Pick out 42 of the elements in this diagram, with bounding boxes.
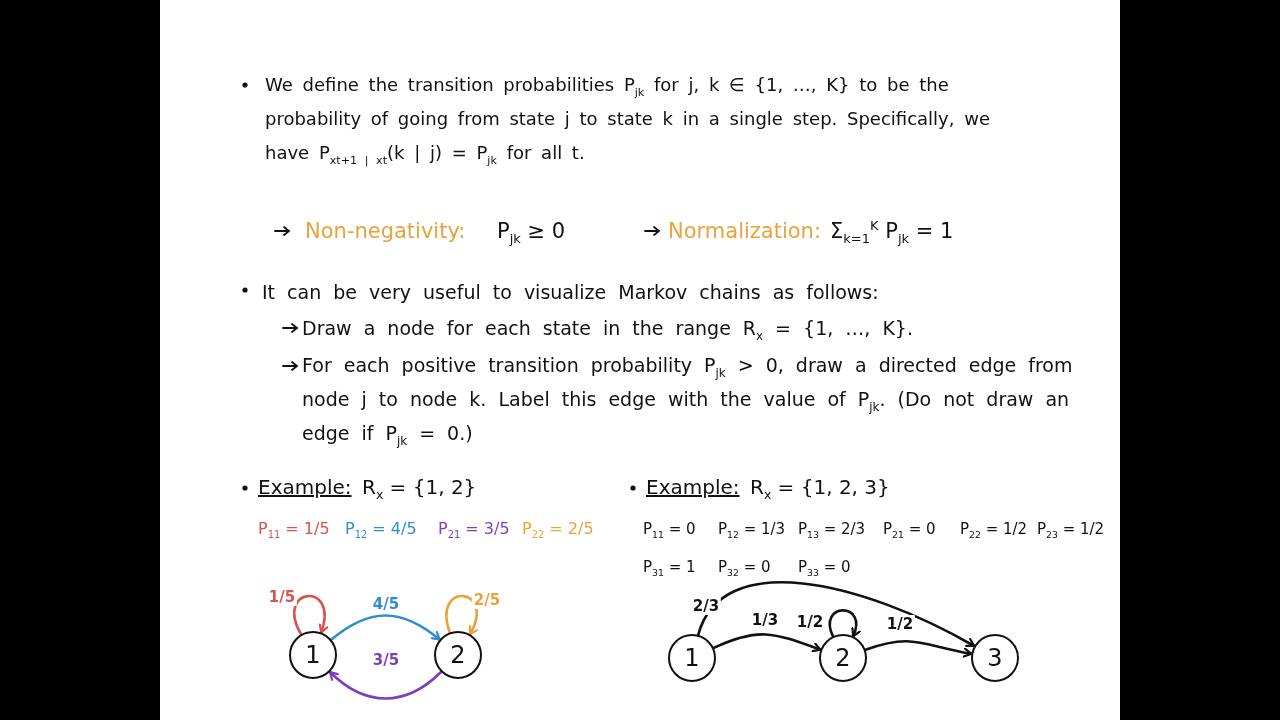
node-label: 1 [684,644,700,672]
heading-text: Example: [646,474,740,501]
math-text: P$_{22}$ = 2/5 [522,518,594,543]
node-label: 2 [835,644,851,672]
math-text: P$_{21}$ = 0 [883,519,936,542]
math-text: P$_{12}$ = 4/5 [345,518,417,543]
math-text: P$_{13}$ = 2/3 [798,519,866,542]
math-text: P$_{23}$ = 1/2 [1037,519,1105,542]
math-text: P$_{jk}$ ≥ 0 [497,218,566,248]
edge-label: 4/5 [370,595,402,613]
arrow [330,614,441,641]
heading-text: Example: [258,474,352,501]
math-text: P$_{31}$ = 1 [643,557,696,580]
math-text: P$_{11}$ = 1/5 [258,518,330,543]
arrow [328,670,443,700]
math-text: P$_{11}$ = 0 [643,519,696,542]
math-text: P$_{21}$ = 3/5 [438,518,510,543]
math-text: It can be very useful to visualize Markov chains as follows: [262,280,879,305]
math-text: P$_{22}$ = 1/2 [960,519,1028,542]
math-text: Normalization: [668,218,821,245]
math-text: Draw a node for each state in the range R$_{x}$ = {1, …, K}. [302,316,913,345]
math-text: R$_{x}$ = {1, 2} [362,474,477,504]
math-text: We define the transition probabilities P$_{jk}$ for j, k ∈ {1, …, K} to be the probability of going from state j to state k in a single step. Specifically, we have P$_{xt+1 | xt}$(k | j) = P$_{jk}$ for all t. [265,73,991,169]
math-text: P$_{33}$ = 0 [798,557,851,580]
arrow [696,581,976,648]
edge-label: 2/5 [471,591,503,609]
math-text: For each positive transition probability P$_{jk}$ > 0, draw a directed edge from node j to node k. Label this edge with the value of P$_{jk}$. (Do not draw an edge if P$_{jk}$ = 0.) [302,353,1074,450]
math-text: R$_{x}$ = {1, 2, 3} [750,474,890,504]
edge-label: 3/5 [370,651,402,669]
node-label: 2 [450,641,466,669]
edge-label: 2/3 [690,597,722,615]
math-text: Non-negativity: [305,218,466,245]
node-label: 3 [987,644,1003,672]
math-text: Σ$_{k=1}$$^{K}$ P$_{jk}$ = 1 [830,217,954,248]
node-label: 1 [305,641,321,669]
math-text: P$_{32}$ = 0 [718,557,771,580]
arrow [864,640,973,658]
math-text: P$_{12}$ = 1/3 [718,519,786,542]
arrow [828,609,861,638]
arrow [712,633,822,653]
arrow [292,594,328,636]
arrow [445,594,479,636]
